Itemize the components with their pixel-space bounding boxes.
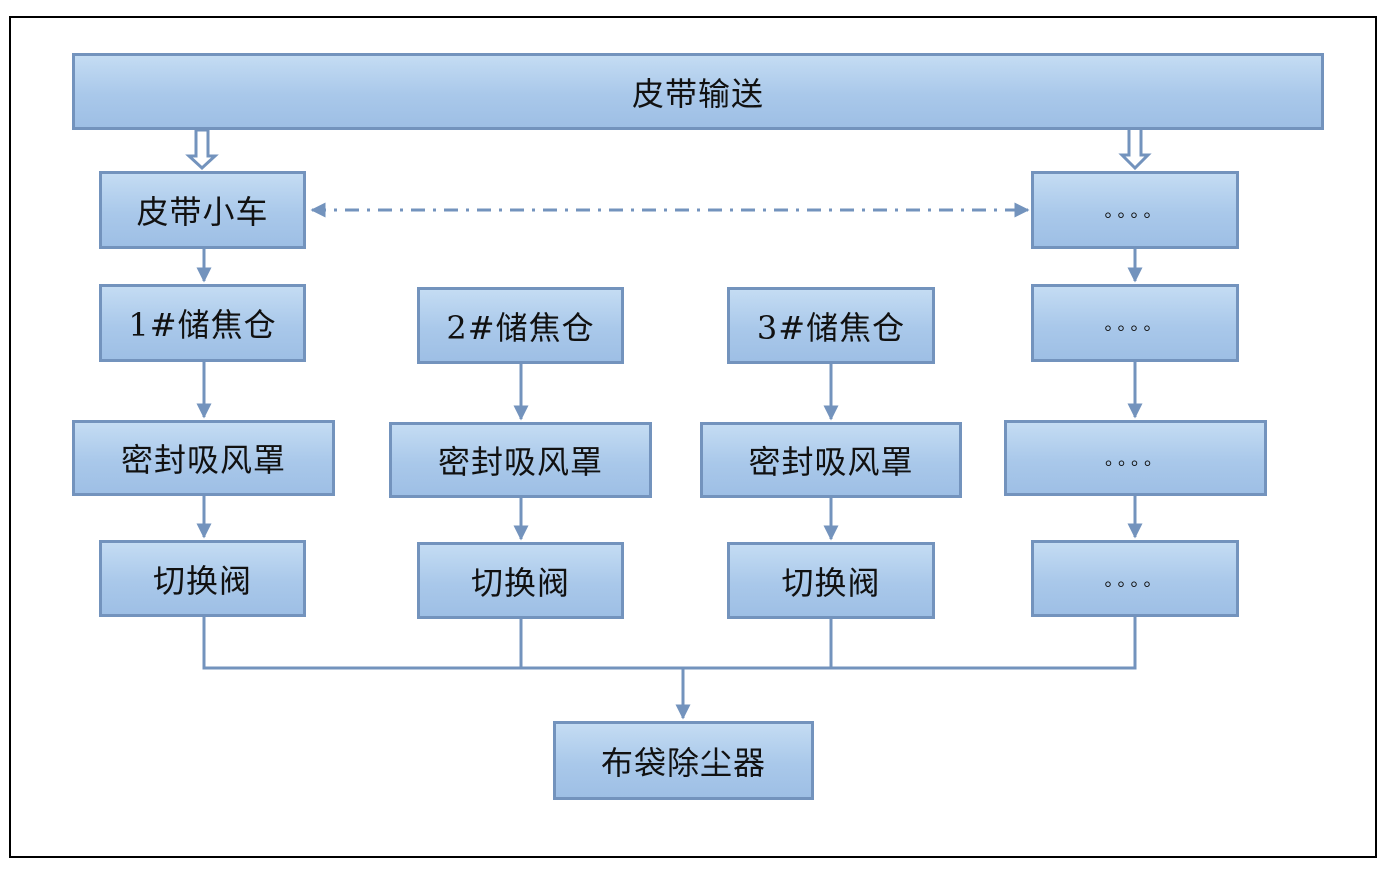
belt-trolley-box: 皮带小车	[99, 171, 306, 249]
manifold-line	[202, 617, 1137, 670]
belt-down-arrow-right	[1118, 124, 1152, 171]
bag-dust-collector-box: 布袋除尘器	[553, 721, 814, 800]
coke-bin-2-label: 2#储焦仓	[446, 308, 595, 347]
placeholder-top-label: 。。。。	[1104, 201, 1166, 222]
sealed-hood-2-box: 密封吸风罩	[389, 422, 652, 498]
belt-conveyor-label: 皮带输送	[631, 74, 764, 113]
switch-valve-2-label: 切换阀	[470, 563, 570, 602]
coke-bin-2-box: 2#储焦仓	[417, 287, 624, 364]
belt-trolley-label: 皮带小车	[136, 193, 269, 231]
diagram-frame	[9, 16, 1377, 858]
switch-valve-2-box: 切换阀	[417, 542, 624, 619]
placeholder-bin-label: 。。。。	[1104, 314, 1166, 335]
switch-valve-3-box: 切换阀	[727, 542, 935, 619]
switch-valve-1-label: 切换阀	[152, 561, 252, 600]
placeholder-hood-box: 。。。。	[1004, 420, 1267, 496]
sealed-hood-1-label: 密封吸风罩	[120, 441, 286, 479]
belt-conveyor-box: 皮带输送	[72, 53, 1324, 130]
bag-dust-collector-label: 布袋除尘器	[600, 743, 766, 782]
sealed-hood-3-box: 密封吸风罩	[700, 422, 962, 498]
coke-bin-1-box: 1#储焦仓	[99, 284, 306, 362]
sealed-hood-2-label: 密封吸风罩	[437, 443, 603, 481]
placeholder-bin-box: 。。。。	[1031, 284, 1239, 362]
coke-bin-3-box: 3#储焦仓	[727, 287, 935, 364]
placeholder-hood-label: 。。。。	[1105, 449, 1166, 470]
switch-valve-3-label: 切换阀	[781, 563, 881, 602]
sealed-hood-1-box: 密封吸风罩	[72, 420, 335, 496]
coke-bin-3-label: 3#储焦仓	[756, 308, 906, 347]
belt-down-arrow-left	[185, 128, 219, 171]
switch-valve-1-box: 切换阀	[99, 540, 306, 617]
placeholder-valve-label: 。。。。	[1104, 569, 1166, 591]
coke-bin-1-label: 1#储焦仓	[128, 306, 277, 344]
placeholder-valve-box: 。。。。	[1031, 540, 1239, 617]
placeholder-top-box: 。。。。	[1031, 171, 1239, 249]
sealed-hood-3-label: 密封吸风罩	[748, 443, 914, 481]
